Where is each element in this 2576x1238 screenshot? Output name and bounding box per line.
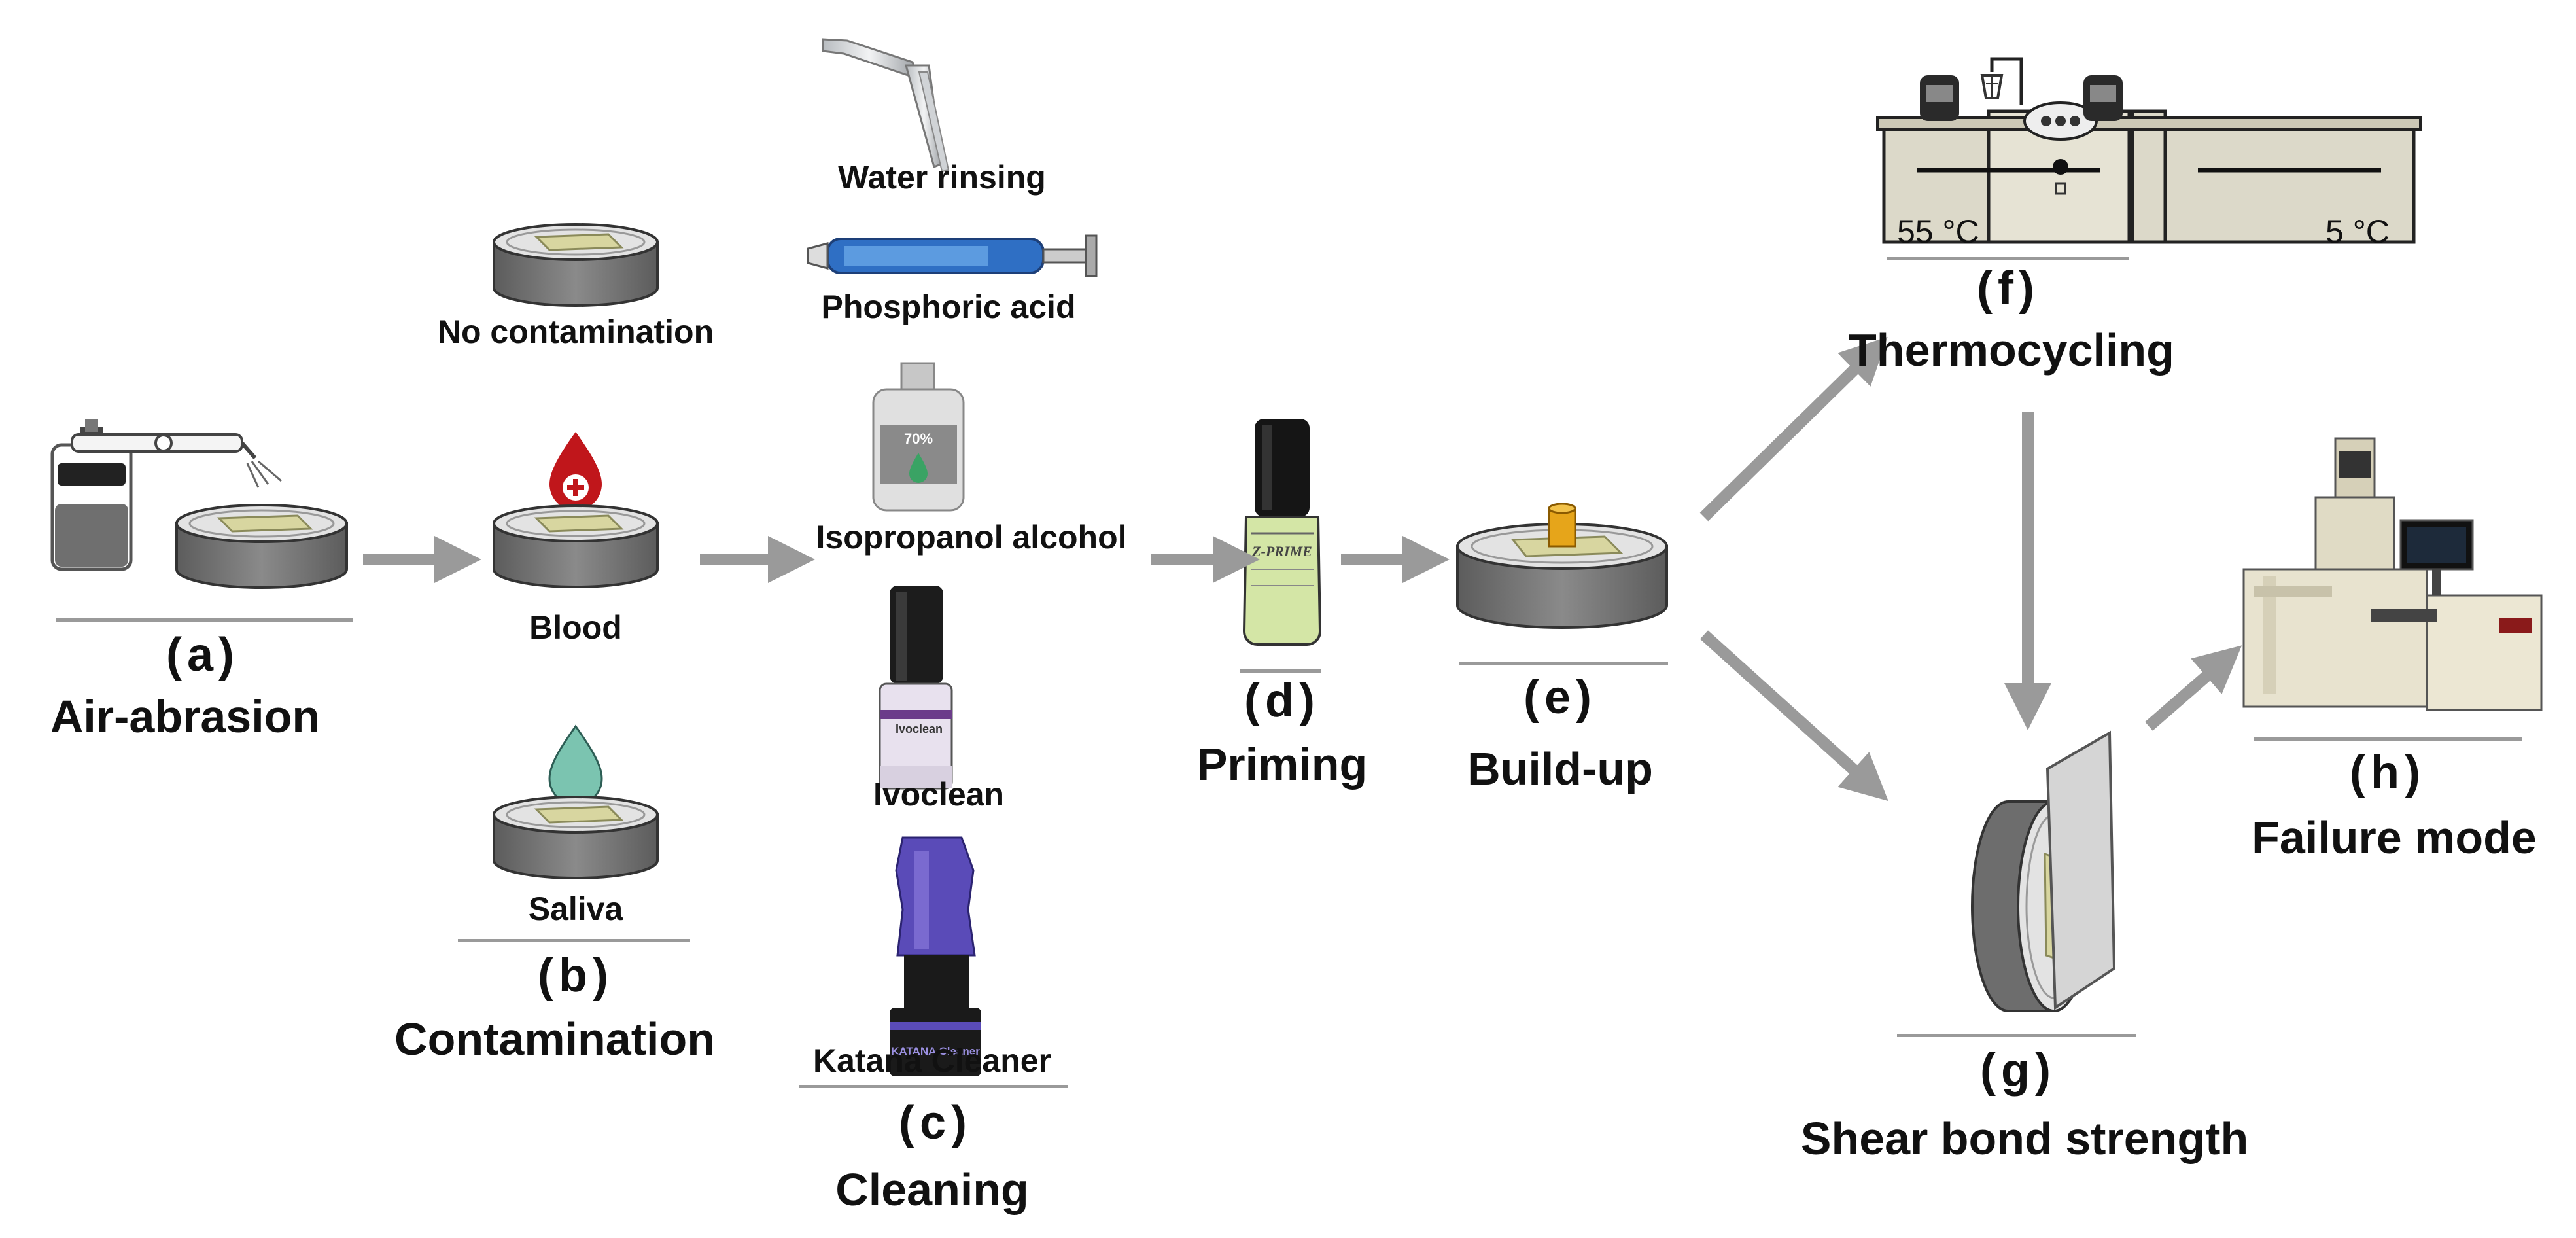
step-b-title: Contamination: [394, 1014, 715, 1065]
isopropanol-bottle-icon: 70%: [872, 362, 965, 512]
step-d-title: Priming: [1196, 739, 1368, 790]
label-katana-cleaner: Katana Cleaner: [812, 1042, 1052, 1079]
step-c-letter: (c): [899, 1097, 972, 1149]
blood-drop-icon: [549, 432, 602, 510]
bar-e: [1459, 662, 1668, 665]
air-abrasion-device-icon: [50, 419, 282, 571]
step-e-letter: (e): [1523, 671, 1597, 724]
step-e-title: Build-up: [1467, 743, 1653, 794]
step-h-title: Failure mode: [2252, 812, 2537, 863]
bar-b: [458, 939, 690, 942]
step-d-letter: (d): [1244, 675, 1320, 727]
disc-buildup-icon: [1456, 503, 1668, 629]
phosphoric-acid-syringe-icon: [807, 234, 1098, 277]
label-phosphoric-acid: Phosphoric acid: [821, 289, 1076, 325]
step-a-title: Air-abrasion: [50, 691, 321, 742]
bar-h: [2254, 737, 2522, 741]
bar-d: [1240, 669, 1321, 673]
bottle-katana-label: KATANA Cleaner: [891, 1045, 980, 1057]
arrow-g-to-h: [2145, 645, 2242, 731]
step-a-letter: (a): [166, 629, 239, 681]
arrow-e-to-f: [1699, 336, 1888, 522]
bottle-prime-label: Z-PRIME: [1251, 543, 1312, 559]
label-isopropanol-alcohol: Isopropanol alcohol: [816, 519, 1127, 556]
shear-test-specimen-icon: [1971, 730, 2116, 1012]
step-g-title: Shear bond strength: [1800, 1113, 2249, 1164]
step-h-letter: (h): [2350, 747, 2426, 799]
disc-blood-icon: [493, 504, 659, 588]
disc-no-contamination-icon: [493, 223, 659, 307]
label-no-contamination: No contamination: [437, 313, 714, 350]
label-temp-hot: 55 °C: [1897, 213, 1979, 250]
label-temp-cold: 5 °C: [2325, 213, 2390, 250]
primer-bottle-icon: Z-PRIME: [1242, 419, 1322, 646]
bar-c: [799, 1085, 1068, 1088]
bar-a: [56, 618, 353, 622]
bar-g: [1897, 1034, 2136, 1037]
step-g-letter: (g): [1980, 1044, 2056, 1097]
disc-saliva-icon: [493, 796, 659, 879]
bottle-70-label: 70%: [904, 431, 933, 447]
step-c-title: Cleaning: [835, 1164, 1029, 1215]
katana-cleaner-bottle-icon: KATANA Cleaner: [890, 836, 981, 1076]
step-b-letter: (b): [538, 949, 614, 1002]
bottle-ivoclean-label: Ivoclean: [896, 722, 943, 735]
thermocycler-icon: [1876, 57, 2422, 244]
ivoclean-bottle-icon: Ivoclean: [879, 586, 953, 790]
step-f-title: Thermocycling: [1849, 325, 2174, 376]
bar-f: [1887, 257, 2129, 260]
disc-a-icon: [175, 504, 348, 589]
label-ivoclean: Ivoclean: [873, 776, 1005, 813]
arrow-e-to-g: [1699, 630, 1888, 802]
water-syringe-icon: [822, 38, 950, 173]
microscope-machine-icon: [2242, 437, 2543, 711]
label-blood: Blood: [529, 609, 622, 646]
step-f-letter: (f): [1977, 262, 2040, 315]
label-saliva: Saliva: [528, 891, 623, 927]
label-water-rinsing: Water rinsing: [838, 159, 1046, 196]
